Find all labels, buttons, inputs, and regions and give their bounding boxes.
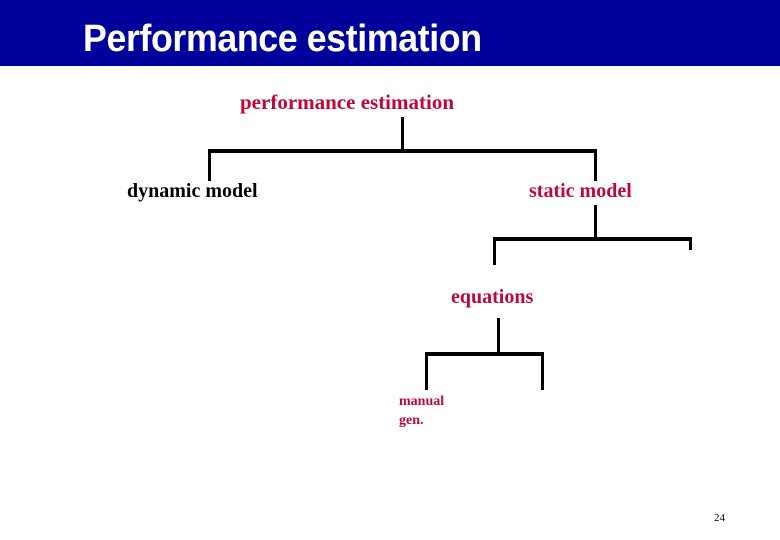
connector-level3-right-stub <box>541 352 544 390</box>
slide-title-bar: Performance estimation <box>0 0 780 66</box>
tree-node-performance-estimation: performance estimation <box>240 90 455 114</box>
connector-level3-bus <box>425 352 544 356</box>
tree-node-manual-gen-line2: gen. <box>399 413 424 428</box>
tree-node-static-model: static model <box>529 180 632 202</box>
connector-root-stem <box>401 117 404 150</box>
performance-estimation-tree-diagram: performance estimation dynamic model sta… <box>0 66 780 540</box>
connector-level2-bus <box>493 237 692 241</box>
connector-equations-stem <box>497 318 500 352</box>
connector-to-static-model <box>594 149 597 181</box>
tree-node-equations: equations <box>451 286 534 308</box>
page-title: Performance estimation <box>83 18 482 60</box>
connector-level1-bus <box>208 149 597 153</box>
connector-level2-right-stub <box>689 237 692 250</box>
connector-to-equations <box>493 237 496 265</box>
connector-to-dynamic-model <box>208 149 211 181</box>
connector-static-model-stem <box>594 205 597 238</box>
tree-node-manual-gen: manual gen. <box>399 392 444 430</box>
connector-to-manual-gen <box>425 352 428 390</box>
tree-node-dynamic-model: dynamic model <box>127 180 258 202</box>
tree-node-manual-gen-line1: manual <box>399 394 445 409</box>
slide-page-number: 24 <box>714 512 725 524</box>
